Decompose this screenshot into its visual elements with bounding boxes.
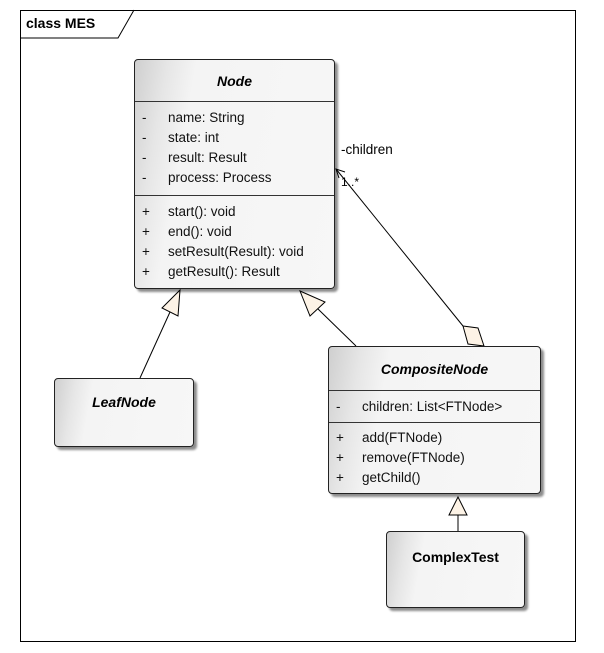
frame-tab-outline <box>20 9 135 39</box>
association-role-label: -children <box>341 142 393 157</box>
operation-text: setResult(Result): void <box>168 244 304 259</box>
attribute-text: state: int <box>168 130 220 145</box>
leaf-generalization-arrowhead <box>161 288 181 317</box>
visibility-marker: - <box>336 399 341 414</box>
class-node-title: Node <box>217 73 252 89</box>
frame-title: class MES <box>26 15 96 31</box>
class-node[interactable]: Node - name: String - state: int - resul… <box>134 59 335 289</box>
visibility-marker: - <box>142 170 147 185</box>
operation-text: add(FTNode) <box>362 430 443 445</box>
visibility-marker: + <box>142 204 150 219</box>
visibility-marker: + <box>336 450 344 465</box>
class-leaf-node[interactable]: LeafNode <box>54 378 194 447</box>
class-leaf-node-title: LeafNode <box>92 394 156 410</box>
class-composite-node-title: CompositeNode <box>380 361 489 377</box>
class-composite-separator-2 <box>329 422 540 423</box>
attribute-text: result: Result <box>168 150 247 165</box>
visibility-marker: - <box>142 130 147 145</box>
class-complex-test[interactable]: ComplexTest <box>386 531 525 608</box>
operation-text: getResult(): Result <box>168 264 280 279</box>
composite-generalization-line <box>317 308 357 347</box>
class-composite-node[interactable]: CompositeNode - children: List<FTNode> +… <box>328 346 541 494</box>
aggregation-diamond <box>462 325 485 347</box>
visibility-marker: - <box>142 150 147 165</box>
attribute-text: name: String <box>168 110 245 125</box>
visibility-marker: + <box>142 244 150 259</box>
visibility-marker: - <box>142 110 147 125</box>
association-line <box>335 168 464 327</box>
visibility-marker: + <box>336 470 344 485</box>
association-multiplicity-label: 1..* <box>341 175 360 189</box>
operation-text: remove(FTNode) <box>362 450 465 465</box>
operation-text: getChild() <box>362 470 421 485</box>
composite-generalization-arrowhead <box>299 290 326 317</box>
operation-text: start(): void <box>168 204 236 219</box>
visibility-marker: + <box>336 430 344 445</box>
association-open-arrow <box>335 168 346 179</box>
class-complex-test-title: ComplexTest <box>412 549 499 565</box>
attribute-text: children: List<FTNode> <box>362 399 503 414</box>
class-node-separator-1 <box>135 101 334 102</box>
class-composite-separator-1 <box>329 390 540 391</box>
leaf-generalization-line <box>139 311 171 379</box>
visibility-marker: + <box>142 224 150 239</box>
operation-text: end(): void <box>168 224 232 239</box>
diagram-frame <box>20 10 576 642</box>
attribute-text: process: Process <box>168 170 272 185</box>
visibility-marker: + <box>142 264 150 279</box>
class-node-separator-2 <box>135 195 334 196</box>
complex-generalization-arrowhead <box>448 495 468 516</box>
